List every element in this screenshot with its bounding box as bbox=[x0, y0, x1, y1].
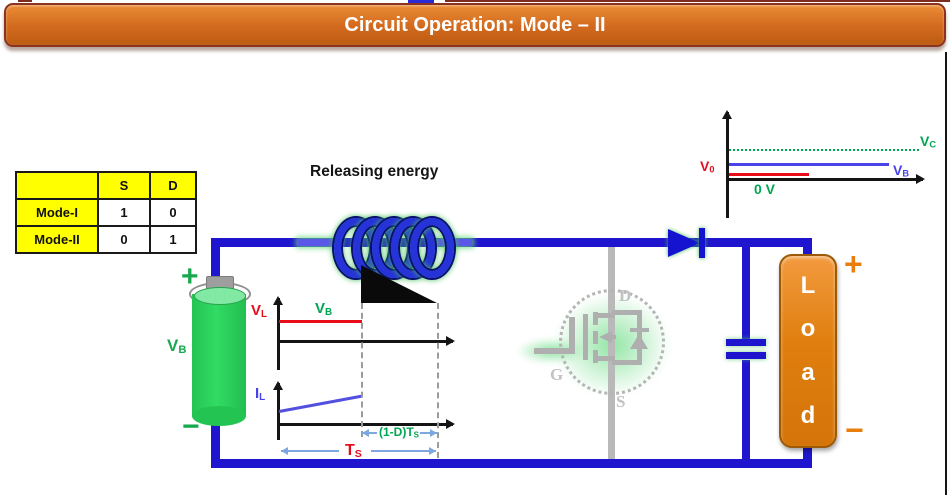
capacitor-plate-bottom bbox=[726, 352, 766, 359]
mosfet-drain-label: D bbox=[619, 286, 632, 305]
il-plot-x-axis bbox=[277, 419, 455, 428]
il-plot-y-axis bbox=[273, 381, 282, 440]
mosfet-channel-segment bbox=[593, 350, 598, 363]
body-diode-top-link bbox=[612, 310, 642, 315]
vl-plot-x-axis bbox=[277, 336, 455, 345]
mosfet-arrow-link bbox=[610, 335, 616, 339]
mode1-s-value: 1 bbox=[97, 198, 151, 227]
col-header-s: S bbox=[97, 171, 151, 200]
v0-label: V0 bbox=[700, 158, 715, 175]
mosfet-arrow-icon bbox=[599, 331, 612, 343]
diode-icon bbox=[668, 229, 700, 257]
top-edge-fragment-blue bbox=[408, 0, 434, 3]
v0-level-line bbox=[729, 172, 809, 176]
page-title: Circuit Operation: Mode – II bbox=[344, 13, 606, 36]
body-diode-bar bbox=[630, 328, 649, 332]
zero-volt-label: 0 V bbox=[754, 181, 776, 197]
load-letter: d bbox=[800, 402, 816, 430]
top-wire-energized-left bbox=[298, 239, 336, 246]
mosfet-channel-segment bbox=[593, 312, 598, 325]
load-letter: a bbox=[801, 358, 815, 386]
load-bottom-stub bbox=[803, 438, 812, 468]
dashed-marker-ton bbox=[361, 303, 363, 437]
load-plus-sign: + bbox=[844, 246, 863, 282]
battery-plus-sign: + bbox=[181, 260, 199, 293]
mosfet-source-label: S bbox=[616, 392, 626, 411]
table-corner-cell bbox=[15, 171, 99, 200]
mosfet-gate-lead bbox=[534, 348, 574, 354]
body-diode-bottom-link bbox=[612, 360, 642, 365]
mosfet-source-connector bbox=[597, 356, 615, 361]
table-row: Mode-II 0 1 bbox=[15, 225, 197, 254]
mosfet-dotted-circle bbox=[559, 289, 665, 395]
load-top-stub bbox=[803, 238, 812, 264]
top-edge-fragment-left bbox=[18, 0, 32, 2]
inductor-caption: Releasing energy bbox=[310, 163, 439, 180]
table-header-row: S D bbox=[15, 171, 197, 200]
body-diode-arrow-icon bbox=[630, 334, 648, 349]
vb-level-line bbox=[729, 163, 889, 166]
battery-voltage-label: VB bbox=[167, 336, 187, 357]
col-header-d: D bbox=[149, 171, 197, 200]
load-letter: L bbox=[800, 271, 816, 299]
load-block: L o a d bbox=[779, 254, 837, 448]
bottom-wire bbox=[211, 459, 812, 468]
vc-dotted-level-line bbox=[729, 149, 919, 151]
vl-axis-label: VL bbox=[251, 302, 268, 320]
period-arrow-right bbox=[371, 446, 436, 455]
slide-right-border bbox=[945, 52, 947, 495]
load-minus-sign: − bbox=[845, 412, 864, 448]
capacitor-plate-top bbox=[726, 339, 766, 346]
mosfet-gate-label: G bbox=[550, 365, 564, 384]
battery-bottom bbox=[192, 406, 246, 426]
vb-level-label: VB bbox=[315, 300, 333, 318]
battery-top-surface bbox=[194, 287, 246, 305]
vb-label: VB bbox=[893, 162, 910, 179]
load-letter: o bbox=[800, 315, 816, 343]
off-interval-arrow-right bbox=[420, 428, 437, 437]
output-plot-y-axis bbox=[722, 110, 731, 218]
battery-body bbox=[192, 294, 246, 416]
mode2-s-value: 0 bbox=[97, 225, 151, 254]
row-label-mode2: Mode-II bbox=[15, 225, 99, 254]
mosfet-gate-bar bbox=[583, 314, 588, 360]
period-label: TS bbox=[345, 442, 362, 460]
off-interval-label: (1-D)TS bbox=[379, 425, 419, 440]
battery-minus-sign: − bbox=[182, 410, 200, 443]
capacitor-branch-lower bbox=[742, 360, 750, 468]
period-arrow-left bbox=[281, 446, 339, 455]
off-interval-arrow-left bbox=[362, 428, 377, 437]
mosfet-channel-segment bbox=[593, 331, 598, 344]
vl-vb-level-line bbox=[279, 320, 362, 323]
mosfet-drain-connector bbox=[597, 313, 615, 318]
il-current-ramp bbox=[278, 394, 363, 413]
top-edge-fragment-right bbox=[445, 0, 950, 2]
mode-table: S D Mode-I 1 0 Mode-II 0 1 bbox=[15, 171, 197, 254]
mode1-d-value: 0 bbox=[149, 198, 197, 227]
mosfet-gate-lead-vertical bbox=[569, 317, 575, 354]
il-axis-label: IL bbox=[255, 385, 266, 403]
top-wire-energized-right bbox=[438, 239, 472, 246]
inductor-coil-icon bbox=[410, 218, 454, 278]
top-wire bbox=[211, 238, 812, 247]
vc-label: VC bbox=[920, 133, 937, 150]
dashed-marker-ts bbox=[437, 303, 439, 458]
diode-cathode-bar bbox=[699, 228, 705, 258]
vl-plot-y-axis bbox=[273, 296, 282, 370]
capacitor-branch-upper bbox=[742, 238, 750, 341]
title-bar: Circuit Operation: Mode – II bbox=[4, 3, 946, 47]
row-label-mode1: Mode-I bbox=[15, 198, 99, 227]
output-plot-x-axis bbox=[727, 174, 925, 183]
table-row: Mode-I 1 0 bbox=[15, 198, 197, 227]
mode2-d-value: 1 bbox=[149, 225, 197, 254]
